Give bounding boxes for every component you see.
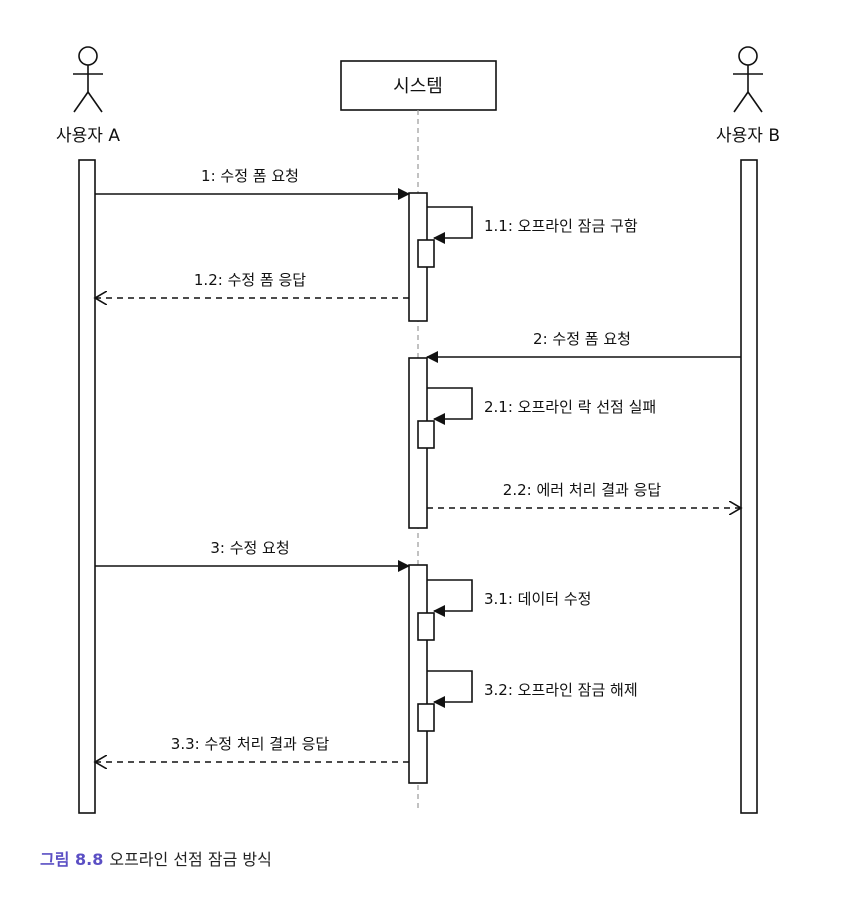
nested-activation-2-1 xyxy=(417,420,435,449)
self-message-arrow xyxy=(427,206,473,244)
self-message-arrow xyxy=(427,387,473,425)
message-2-1: 2.1: 오프라인 락 선점 실패 xyxy=(427,387,656,425)
message-label: 2: 수정 폼 요청 xyxy=(533,330,631,348)
message-label: 1.2: 수정 폼 응답 xyxy=(194,271,306,289)
actor-b-activation xyxy=(740,159,758,814)
message-label: 1.1: 오프라인 잠금 구함 xyxy=(484,217,638,235)
self-message-arrow xyxy=(427,579,473,617)
message-3-2: 3.2: 오프라인 잠금 해제 xyxy=(427,670,638,708)
actor-b-label: 사용자 B xyxy=(716,126,780,146)
message-label: 3.2: 오프라인 잠금 해제 xyxy=(484,681,638,699)
self-message-arrow xyxy=(427,670,473,708)
message-label: 3.1: 데이터 수정 xyxy=(484,590,591,608)
actor-a-activation xyxy=(78,159,96,814)
system-activation-3 xyxy=(408,564,428,784)
stick-figure-icon xyxy=(73,46,103,113)
nested-activation-3-1 xyxy=(417,612,435,641)
figure-title: 오프라인 선점 잠금 방식 xyxy=(109,850,272,869)
message-label: 2.1: 오프라인 락 선점 실패 xyxy=(484,398,656,416)
sequence-diagram: 사용자 A 사용자 B 시스템 1: 수정 폼 요청 1.1: 오프라 xyxy=(56,46,780,814)
message-3: 3: 수정 요청 xyxy=(95,539,410,572)
message-label: 1: 수정 폼 요청 xyxy=(201,167,299,185)
actor-a: 사용자 A xyxy=(56,46,120,146)
figure-number: 그림 8.8 xyxy=(40,850,104,869)
nested-activation-3-2 xyxy=(417,703,435,732)
message-label: 2.2: 에러 처리 결과 응답 xyxy=(503,481,662,499)
message-3-1: 3.1: 데이터 수정 xyxy=(427,579,591,617)
message-2-2: 2.2: 에러 처리 결과 응답 xyxy=(427,481,741,508)
nested-activation-1-1 xyxy=(417,239,435,268)
message-1-1: 1.1: 오프라인 잠금 구함 xyxy=(427,206,638,244)
message-1: 1: 수정 폼 요청 xyxy=(95,167,410,200)
system-participant: 시스템 xyxy=(340,60,497,111)
message-3-3: 3.3: 수정 처리 결과 응답 xyxy=(95,735,409,762)
figure-caption: 그림 8.8 오프라인 선점 잠금 방식 xyxy=(40,846,272,870)
actor-b: 사용자 B xyxy=(716,46,780,146)
message-label: 3.3: 수정 처리 결과 응답 xyxy=(171,735,330,753)
message-2: 2: 수정 폼 요청 xyxy=(426,330,741,363)
system-box xyxy=(340,60,497,111)
actor-a-label: 사용자 A xyxy=(56,126,120,146)
system-label: 시스템 xyxy=(393,76,443,97)
stick-figure-icon xyxy=(733,46,763,113)
message-label: 3: 수정 요청 xyxy=(210,539,289,557)
message-1-2: 1.2: 수정 폼 응답 xyxy=(95,271,409,298)
